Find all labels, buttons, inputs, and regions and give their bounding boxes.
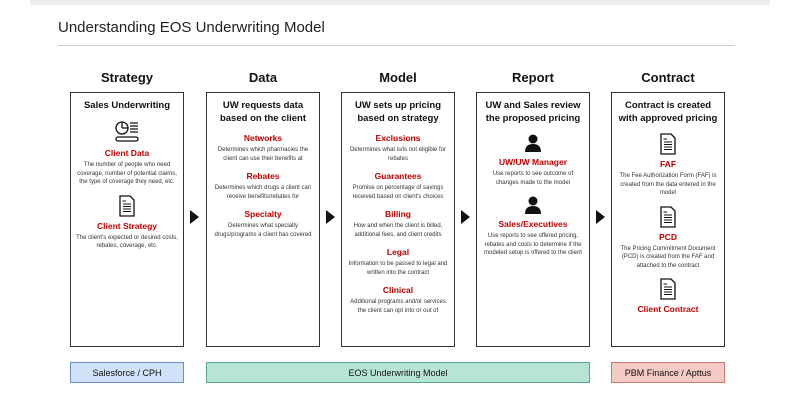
item-title: Legal [386,247,410,257]
column-box-contract: Contract is created with approved pricin… [611,92,725,347]
top-strip [30,0,770,5]
system-bar: EOS Underwriting Model [206,362,590,383]
box-heading: UW sets up pricing based on strategy [354,100,442,124]
item-description: Determines what specialty drugs/programs… [214,223,312,238]
document-icon [616,205,720,228]
item-title: PCD [659,231,677,242]
item-description: Determines what is/is not eligible for r… [349,147,447,162]
item-title: Client Data [104,148,150,158]
item-description: The Fee Authorization Form (FAF) is crea… [619,173,717,196]
item-title: Rebates [246,171,280,181]
column-header-contract: Contract [641,70,695,85]
document-icon [75,194,179,217]
column-header-strategy: Strategy [100,70,154,85]
document-icon [616,133,720,155]
item-title: Guarantees [374,171,422,181]
document-icon [616,278,720,300]
arrow-right-icon [596,210,605,224]
item-title: Sales/Executives [498,219,568,229]
box-item: PCD The Pricing Commitment Document (PCD)… [616,205,720,271]
item-title: Client Strategy [97,220,157,231]
divider [58,45,735,46]
item-description: Information to be passed to legal and wr… [348,261,448,276]
box-item: Client Contract [616,278,720,314]
column-header-report: Report [512,70,554,85]
item-title: Client Contract [637,304,699,314]
box-heading: Sales Underwriting [83,100,171,111]
arrow-right-icon [190,210,199,224]
chart-data-icon [75,120,179,144]
person-icon [481,133,585,153]
item-title: Specialty [244,209,282,219]
box-heading: UW and Sales review the proposed pricing [485,100,581,124]
column-header-data: Data [248,70,278,85]
person-icon [481,195,585,215]
column-box-report: UW and Sales review the proposed pricing… [476,92,590,347]
box-heading: Contract is created with approved pricin… [618,100,718,124]
item-description: The number of people who need coverage, … [77,162,177,185]
item-description: The client's expected or desired costs, … [76,234,178,250]
item-title: Exclusions [375,133,421,143]
item-description: Determines which pharmacies the client c… [217,147,309,162]
arrow-right-icon [461,210,470,224]
item-title: Billing [385,209,411,219]
item-description: Use reports to see outcome of changes ma… [492,171,574,186]
item-title: FAF [659,159,677,169]
item-description: The Pricing Commitment Document (PCD) is… [620,245,716,269]
arrow-right-icon [326,210,335,224]
item-description: Promise on percentage of savings receive… [352,185,444,200]
item-description: Use reports to see offered pricing, reba… [484,233,582,256]
system-bar: PBM Finance / Apttus [611,362,725,383]
box-item: FAF The Fee Authorization Form (FAF) is c… [616,133,720,198]
item-title: UW/UW Manager [499,157,567,167]
system-bar: Salesforce / CPH [70,362,184,383]
column-header-model: Model [379,70,417,85]
item-title: Clinical [382,285,414,295]
item-title: Networks [243,133,283,143]
item-description: Additional programs and/or services the … [350,299,446,314]
box-heading: UW requests data based on the client [219,100,307,124]
item-description: Determines which drugs a client can rece… [214,185,312,200]
item-description: How and when the client is billed, addit… [353,223,443,238]
page-title: Understanding EOS Underwriting Model [58,19,325,36]
